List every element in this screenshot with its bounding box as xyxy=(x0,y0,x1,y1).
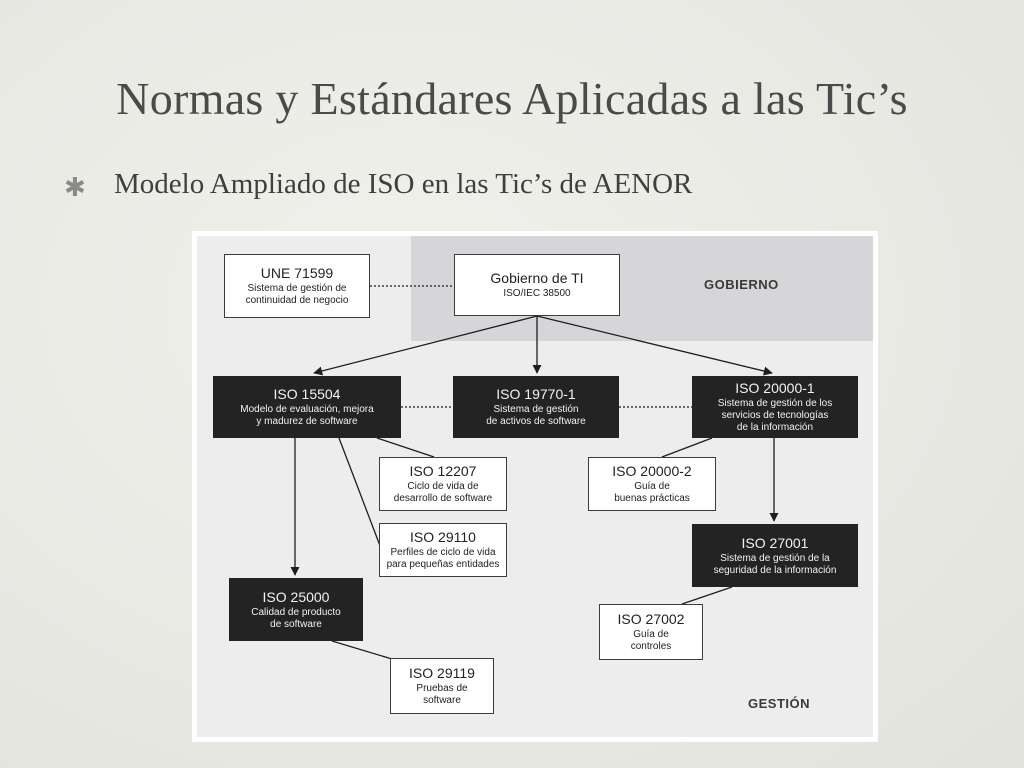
node-title: ISO 27001 xyxy=(741,534,809,551)
zone-label-gobierno: GOBIERNO xyxy=(704,277,779,292)
link-iso25000-iso29119 xyxy=(331,640,393,660)
asterisk-bullet-icon: ✱ xyxy=(64,172,86,203)
node-title: ISO 12207 xyxy=(409,463,477,479)
node-description: Calidad de producto de software xyxy=(251,606,341,630)
node-description: Sistema de gestión de continuidad de neg… xyxy=(245,283,349,306)
link-iso15504-iso12207 xyxy=(376,437,435,458)
node-iso20000-1: ISO 20000-1 Sistema de gestión de los se… xyxy=(692,376,858,438)
connector-lines xyxy=(290,285,779,660)
node-description: Pruebas de software xyxy=(416,683,468,706)
bullet-text: Modelo Ampliado de ISO en las Tic’s de A… xyxy=(114,168,693,200)
node-iso27002: ISO 27002 Guía de controles xyxy=(599,604,703,660)
node-description: Perfiles de ciclo de vida para pequeñas … xyxy=(386,547,500,570)
slide-title: Normas y Estándares Aplicadas a las Tic’… xyxy=(116,73,908,124)
node-une71599: UNE 71599 Sistema de gestión de continui… xyxy=(224,254,370,318)
node-title: ISO 19770-1 xyxy=(496,386,576,402)
node-description: Sistema de gestión de los servicios de t… xyxy=(717,398,833,433)
link-iso20000-iso20000-2 xyxy=(661,437,713,458)
arrow-gobierno-iso20000 xyxy=(536,315,773,376)
node-title: ISO 20000-1 xyxy=(735,380,815,396)
node-title: ISO 20000-2 xyxy=(612,463,692,479)
node-description: Guía de controles xyxy=(630,629,672,652)
node-description: Sistema de gestión de activos de softwar… xyxy=(486,404,586,427)
node-description: ISO/IEC 38500 xyxy=(503,288,571,299)
node-iso15504: ISO 15504 Modelo de evaluación, mejora y… xyxy=(213,376,401,438)
node-description: Ciclo de vida de desarrollo de software xyxy=(393,481,493,504)
node-gobierno-ti: Gobierno de TI ISO/IEC 38500 xyxy=(454,254,620,316)
node-iso19770-1: ISO 19770-1 Sistema de gestión de activo… xyxy=(453,376,619,438)
node-description: Sistema de gestión de la seguridad de la… xyxy=(713,552,837,576)
node-title: UNE 71599 xyxy=(260,265,334,281)
bullet-item: ✱ Modelo Ampliado de ISO en las Tic’s de… xyxy=(64,168,692,201)
node-iso20000-2: ISO 20000-2 Guía de buenas prácticas xyxy=(588,457,716,511)
node-iso27001: ISO 27001 Sistema de gestión de la segur… xyxy=(692,524,858,587)
node-title: ISO 29119 xyxy=(409,665,475,681)
node-iso29110: ISO 29110 Perfiles de ciclo de vida para… xyxy=(379,523,507,577)
link-iso15504-iso29110 xyxy=(338,437,383,552)
iso-model-diagram: UNE 71599 Sistema de gestión de continui… xyxy=(192,231,878,742)
node-title: Gobierno de TI xyxy=(490,270,584,286)
node-title: ISO 15504 xyxy=(273,386,341,402)
node-iso29119: ISO 29119 Pruebas de software xyxy=(390,658,494,714)
node-iso25000: ISO 25000 Calidad de producto de softwar… xyxy=(229,578,363,641)
link-iso27001-iso27002 xyxy=(681,586,733,605)
arrow-gobierno-iso15504 xyxy=(313,315,538,376)
node-description: Guía de buenas prácticas xyxy=(614,481,690,504)
node-title: ISO 29110 xyxy=(410,529,476,545)
zone-label-gestion: GESTIÓN xyxy=(748,696,811,711)
node-title: ISO 25000 xyxy=(262,588,330,605)
node-iso12207: ISO 12207 Ciclo de vida de desarrollo de… xyxy=(379,457,507,511)
node-title: ISO 27002 xyxy=(617,611,685,627)
node-description: Modelo de evaluación, mejora y madurez d… xyxy=(240,404,374,427)
